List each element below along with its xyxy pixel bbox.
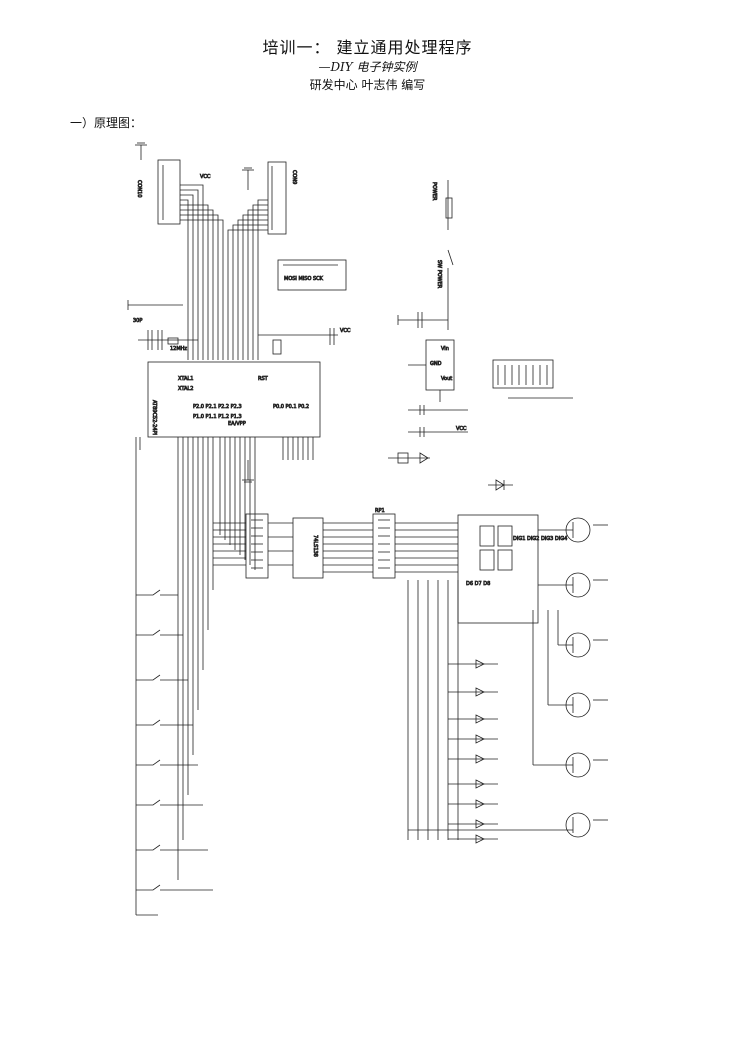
page-subtitle: —DIY 电子钟实例 bbox=[318, 60, 417, 74]
diode bbox=[488, 479, 513, 491]
svg-text:GND: GND bbox=[430, 361, 442, 367]
svg-text:D6 D7 D8: D6 D7 D8 bbox=[466, 581, 490, 587]
svg-text:74LS138: 74LS138 bbox=[312, 535, 318, 557]
svg-text:30P: 30P bbox=[133, 318, 142, 324]
section-heading: 一）原理图： bbox=[70, 116, 143, 130]
ground-symbol bbox=[135, 142, 147, 160]
mcu-port-lines bbox=[135, 437, 256, 915]
svg-text:AT89C52-24PI: AT89C52-24PI bbox=[151, 400, 157, 435]
svg-text:VCC: VCC bbox=[456, 426, 467, 432]
display-bus bbox=[213, 522, 458, 573]
reset-circuit: VCC bbox=[258, 328, 351, 355]
svg-text:Vin: Vin bbox=[441, 346, 449, 352]
svg-text:12MHz: 12MHz bbox=[170, 346, 187, 352]
transistor-q5 bbox=[532, 610, 591, 778]
power-jack: POWER bbox=[431, 180, 453, 230]
voltage-regulator: Vin GND Vout bbox=[408, 339, 455, 402]
svg-text:P0.0 P0.1 P0.2: P0.0 P0.1 P0.2 bbox=[273, 404, 309, 410]
svg-text:VCC: VCC bbox=[200, 174, 211, 180]
ground-mcu bbox=[242, 460, 254, 483]
svg-text:EA/VPP: EA/VPP bbox=[228, 421, 246, 427]
transistor-q4 bbox=[547, 610, 591, 718]
svg-text:RST: RST bbox=[258, 376, 269, 382]
transistor-q2 bbox=[538, 572, 591, 598]
svg-text:RP1: RP1 bbox=[375, 508, 385, 514]
svg-text:POWER: POWER bbox=[431, 182, 437, 201]
svg-text:XTAL1: XTAL1 bbox=[178, 376, 193, 382]
bus-right bbox=[227, 199, 268, 360]
svg-text:CON9: CON9 bbox=[291, 170, 297, 184]
svg-text:MOSI MISO SCK: MOSI MISO SCK bbox=[284, 276, 324, 282]
svg-text:DIG1 DIG2 DIG3 DIG4: DIG1 DIG2 DIG3 DIG4 bbox=[513, 536, 567, 542]
svg-text:VCC: VCC bbox=[340, 328, 351, 334]
pushbutton-column bbox=[136, 589, 213, 916]
pin-header-right bbox=[492, 359, 573, 399]
svg-text:P1.0 P1.1 P1.2 P1.3: P1.0 P1.1 P1.2 P1.3 bbox=[193, 414, 242, 420]
resistor-array-1 bbox=[245, 513, 269, 579]
vcc-rail bbox=[593, 524, 608, 821]
isp-header: MOSI MISO SCK bbox=[277, 259, 347, 291]
schematic-diagram: CON10 VCC CON9 MOSI MISO SCK bbox=[108, 140, 623, 955]
svg-text:Vout: Vout bbox=[441, 376, 452, 382]
author-line: 研发中心 叶志伟 编写 bbox=[309, 78, 426, 92]
led-column bbox=[407, 580, 498, 844]
svg-text:CON10: CON10 bbox=[136, 180, 142, 198]
transistor-q1 bbox=[538, 517, 591, 543]
power-caps bbox=[397, 312, 448, 328]
power-led bbox=[388, 452, 430, 464]
crystal-circuit: 30P 12MHz bbox=[127, 300, 198, 352]
connector-con9: CON9 bbox=[267, 161, 297, 235]
page-title: 培训一： 建立通用处理程序 bbox=[262, 38, 473, 57]
transistor-q3 bbox=[557, 610, 591, 658]
p0-lines bbox=[282, 437, 314, 460]
bus-left bbox=[180, 184, 224, 360]
decoder-chip: 74LS138 bbox=[292, 517, 324, 579]
vcc-output: VCC bbox=[408, 405, 468, 437]
svg-text:P2.0 P2.1 P2.2 P2.3: P2.0 P2.1 P2.2 P2.3 bbox=[193, 404, 242, 410]
power-switch: SW POWER bbox=[436, 249, 454, 330]
svg-text:SW POWER: SW POWER bbox=[436, 260, 442, 289]
seven-segment-display: DIG1 DIG2 DIG3 DIG4 D6 D7 D8 bbox=[457, 514, 568, 624]
transistor-q6 bbox=[408, 812, 591, 838]
connector-con10: CON10 bbox=[136, 159, 181, 225]
mcu-chip: AT89C52-24PI XTAL1 XTAL2 RST EA/VPP P2.0… bbox=[147, 361, 321, 438]
svg-text:XTAL2: XTAL2 bbox=[178, 386, 193, 392]
resistor-array-2: RP1 bbox=[372, 508, 396, 579]
